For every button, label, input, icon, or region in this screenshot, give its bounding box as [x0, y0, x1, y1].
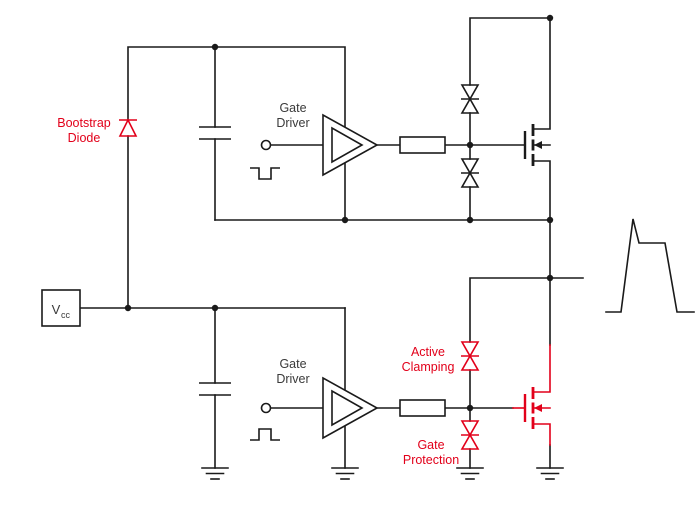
active-clamping-label-line1: Active: [411, 345, 445, 359]
high-side-mosfet: [523, 17, 551, 221]
low-side-gate-resistor: [399, 399, 446, 417]
low-side-mosfet: [512, 344, 551, 446]
bootstrap-diode-label-line2: Diode: [68, 131, 101, 145]
junction-dots: [124, 14, 554, 412]
active-clamping-tvs: [460, 341, 480, 371]
gate-driver-top-label-line2: Driver: [276, 116, 309, 130]
high-side-gate-resistor: [399, 136, 446, 154]
gate-protection-tvs: [460, 420, 480, 450]
body-diode-arrow: [534, 404, 542, 412]
ground-symbol: [536, 467, 564, 480]
high-side-gate-driver-symbol: [250, 113, 379, 180]
switch-node-waveform: [605, 218, 695, 313]
bootstrap-capacitor: [199, 126, 231, 140]
vcc-capacitor: [199, 382, 231, 396]
vcc-label: V: [52, 302, 61, 317]
body-diode-arrow: [534, 141, 542, 149]
low-side-wiring: [79, 307, 551, 469]
bootstrap-diode-symbol: [118, 118, 138, 137]
input-terminal-circle: [260, 139, 272, 151]
ground-symbol: [456, 467, 484, 480]
bootstrap-diode-label-line1: Bootstrap: [57, 116, 111, 130]
input-terminal-circle: [260, 402, 272, 414]
gate-protection-label-line1: Gate: [417, 438, 444, 452]
positive-pulse-icon: [250, 428, 280, 441]
vcc-subscript: cc: [61, 310, 71, 320]
negative-pulse-icon: [250, 167, 280, 180]
gate-driver-top-label-line1: Gate: [279, 101, 306, 115]
high-side-wiring: [127, 17, 551, 309]
ground-symbol: [201, 467, 229, 480]
gate-protection-label-line2: Protection: [403, 453, 459, 467]
gate-driver-bottom-label-line1: Gate: [279, 357, 306, 371]
vcc-source: V cc: [41, 289, 81, 327]
high-side-clamp-tvs-upper: [460, 84, 480, 114]
high-side-clamp-tvs-lower: [460, 158, 480, 188]
low-side-gate-driver-symbol: [250, 376, 379, 441]
gate-driver-bottom-label-line2: Driver: [276, 372, 309, 386]
switch-node-wiring: [469, 219, 584, 346]
ground-symbol: [331, 467, 359, 480]
active-clamping-label-line2: Clamping: [402, 360, 455, 374]
